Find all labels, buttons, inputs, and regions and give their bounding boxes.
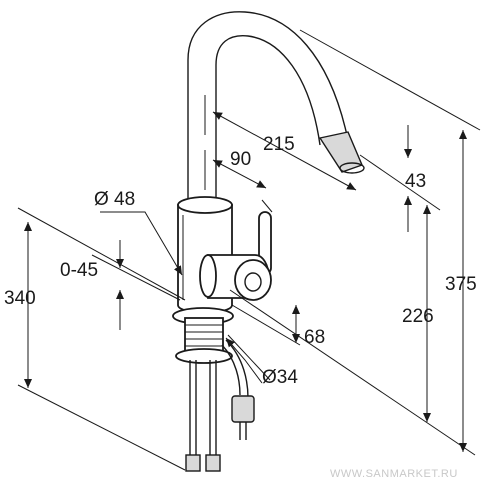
- faucet-spout: [187, 11, 365, 205]
- dim-body-diameter: Ø 48: [94, 189, 135, 210]
- dim-shank-diameter: Ø34: [262, 367, 298, 388]
- faucet-lever: [199, 211, 272, 301]
- dim-base-height: 68: [304, 327, 325, 348]
- dim-spout-clearance: 226: [402, 306, 434, 327]
- dimension-lines: [24, 111, 467, 452]
- dim-total-height: 375: [445, 274, 477, 295]
- dim-height-340: 340: [4, 288, 36, 309]
- dim-spout-tip-height: 43: [405, 171, 426, 192]
- dim-adjust-range: 0-45: [60, 260, 98, 281]
- dim-lever-offset: 90: [230, 149, 251, 170]
- watermark-text: WWW.SANMARKET.RU: [330, 468, 458, 480]
- dim-spout-reach: 215: [263, 134, 295, 155]
- extension-lines: [17, 29, 481, 471]
- faucet-base-shank: [172, 307, 255, 472]
